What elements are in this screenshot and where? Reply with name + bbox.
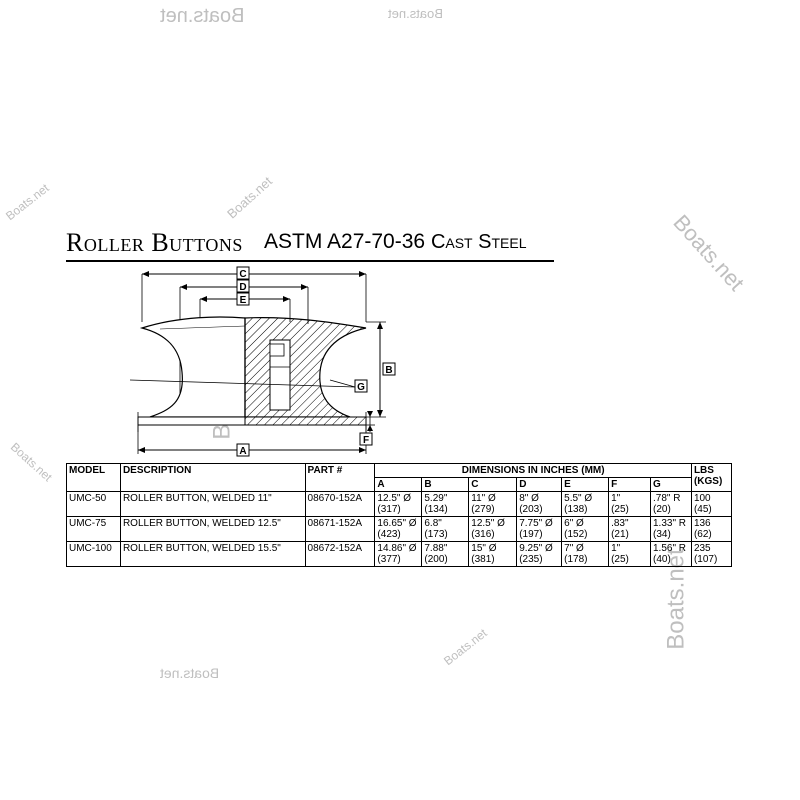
header-dim-e: E	[561, 477, 610, 492]
cell-model: UMC-75	[66, 516, 121, 542]
cell-dim-d: 8" Ø(203)	[516, 491, 563, 517]
dim-label-a: A	[239, 446, 246, 457]
watermark: Boats.net	[160, 5, 245, 27]
cell-part: 08671-152A	[304, 516, 376, 542]
watermark: Boats.net	[7, 439, 55, 485]
cell-model: UMC-100	[66, 541, 121, 567]
header-lbs: LBS	[693, 465, 714, 476]
cell-dim-d: 9.25" Ø(235)	[516, 541, 563, 567]
spec-material: Cast Steel	[430, 231, 527, 253]
cell-dim-e: 6" Ø(152)	[561, 516, 610, 542]
cell-dim-a: 16.65" Ø(423)	[374, 516, 423, 542]
header-dim-a: A	[374, 477, 423, 492]
cell-weight: 235(107)	[690, 541, 733, 567]
dim-label-d: D	[239, 282, 246, 293]
cell-part: 08672-152A	[304, 541, 376, 567]
cell-dim-c: 11" Ø(279)	[468, 491, 518, 517]
cell-dim-g: 1.56" R(40)	[649, 541, 692, 567]
watermark: Boats.net	[160, 665, 220, 681]
header-dim-f: F	[608, 477, 651, 492]
page-title: Roller Buttons	[66, 228, 243, 257]
header-dim-g: G	[649, 477, 692, 492]
table-row: UMC-100 ROLLER BUTTON, WELDED 15.5" 0867…	[66, 541, 733, 567]
watermark: Boats.net	[388, 6, 443, 21]
cell-description: ROLLER BUTTON, WELDED 11"	[119, 491, 306, 517]
cell-model: UMC-50	[66, 491, 121, 517]
cell-dim-e: 7" Ø(178)	[561, 541, 610, 567]
header-dimensions: DIMENSIONS IN INCHES (MM)	[374, 463, 692, 478]
header-model: MODEL	[66, 463, 121, 492]
cell-description: ROLLER BUTTON, WELDED 12.5"	[119, 516, 306, 542]
watermark: Boats.net	[668, 209, 750, 296]
header-part: PART #	[304, 463, 376, 492]
cell-weight: 100(45)	[690, 491, 733, 517]
cell-dim-g: .78" R(20)	[649, 491, 692, 517]
cell-weight: 136(62)	[690, 516, 733, 542]
cell-dim-b: 6.8"(173)	[421, 516, 470, 542]
table-header-row: MODEL DESCRIPTION PART # DIMENSIONS IN I…	[66, 463, 733, 492]
cell-dim-b: 7.88"(200)	[421, 541, 470, 567]
cell-dim-c: 12.5" Ø(316)	[468, 516, 518, 542]
watermark: Boats.net	[3, 180, 52, 224]
dim-label-e: E	[240, 295, 247, 306]
specs-table: MODEL DESCRIPTION PART # DIMENSIONS IN I…	[66, 463, 733, 567]
cell-description: ROLLER BUTTON, WELDED 15.5"	[119, 541, 306, 567]
header-description: DESCRIPTION	[119, 463, 306, 492]
header-weight: LBS (KGS)	[690, 463, 733, 492]
dim-label-f: F	[363, 435, 369, 446]
title-block: Roller Buttons ASTM A27-70-36 Cast Steel	[66, 226, 554, 262]
cell-dim-e: 5.5" Ø(138)	[561, 491, 610, 517]
header-dim-d: D	[516, 477, 563, 492]
spec-code: ASTM A27-70-36	[264, 230, 426, 253]
table-row: UMC-75 ROLLER BUTTON, WELDED 12.5" 08671…	[66, 516, 733, 542]
cell-dim-c: 15" Ø(381)	[468, 541, 518, 567]
cell-dim-g: 1.33" R(34)	[649, 516, 692, 542]
dim-label-c: C	[239, 269, 246, 280]
cell-dim-d: 7.75" Ø(197)	[516, 516, 563, 542]
header-dim-c: C	[468, 477, 518, 492]
header-kgs: (KGS)	[693, 476, 723, 487]
cell-dim-f: 1"(25)	[608, 541, 651, 567]
header-dim-b: B	[421, 477, 470, 492]
dim-label-b: B	[385, 365, 392, 376]
table-row: UMC-50 ROLLER BUTTON, WELDED 11" 08670-1…	[66, 491, 733, 517]
cell-dim-f: .83"(21)	[608, 516, 651, 542]
cell-dim-b: 5.29"(134)	[421, 491, 470, 517]
cell-dim-a: 14.86" Ø(377)	[374, 541, 423, 567]
table-subheader-row: A B C D E F G	[67, 477, 732, 492]
cell-dim-a: 12.5" Ø(317)	[374, 491, 423, 517]
dim-label-g: G	[357, 382, 365, 393]
title-spec: ASTM A27-70-36 Cast Steel	[264, 230, 527, 254]
cell-dim-f: 1"(25)	[608, 491, 651, 517]
cell-part: 08670-152A	[304, 491, 376, 517]
watermark: Boats.net	[224, 173, 275, 222]
roller-button-drawing: C D E A B G F	[130, 266, 396, 457]
watermark: Boats.net	[441, 625, 490, 669]
